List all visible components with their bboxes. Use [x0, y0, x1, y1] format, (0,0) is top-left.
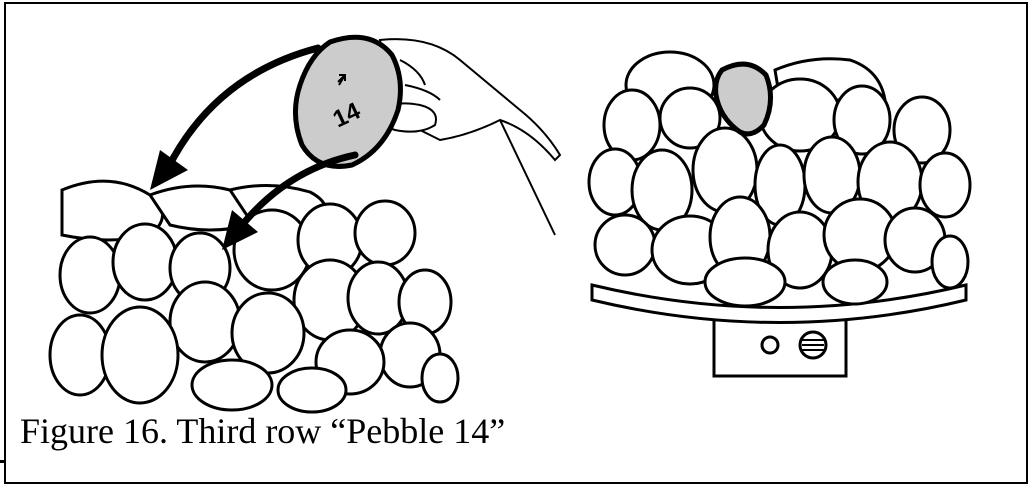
figure-caption: Figure 16. Third row “Pebble 14”: [20, 410, 505, 452]
pebble-14: 14: [295, 37, 400, 166]
base-hole-icon: [762, 337, 778, 353]
hand: [378, 39, 560, 235]
arrowhead-back-icon: [150, 150, 188, 190]
sauna-heater: [589, 52, 970, 376]
placed-pebble-14: [716, 64, 771, 134]
